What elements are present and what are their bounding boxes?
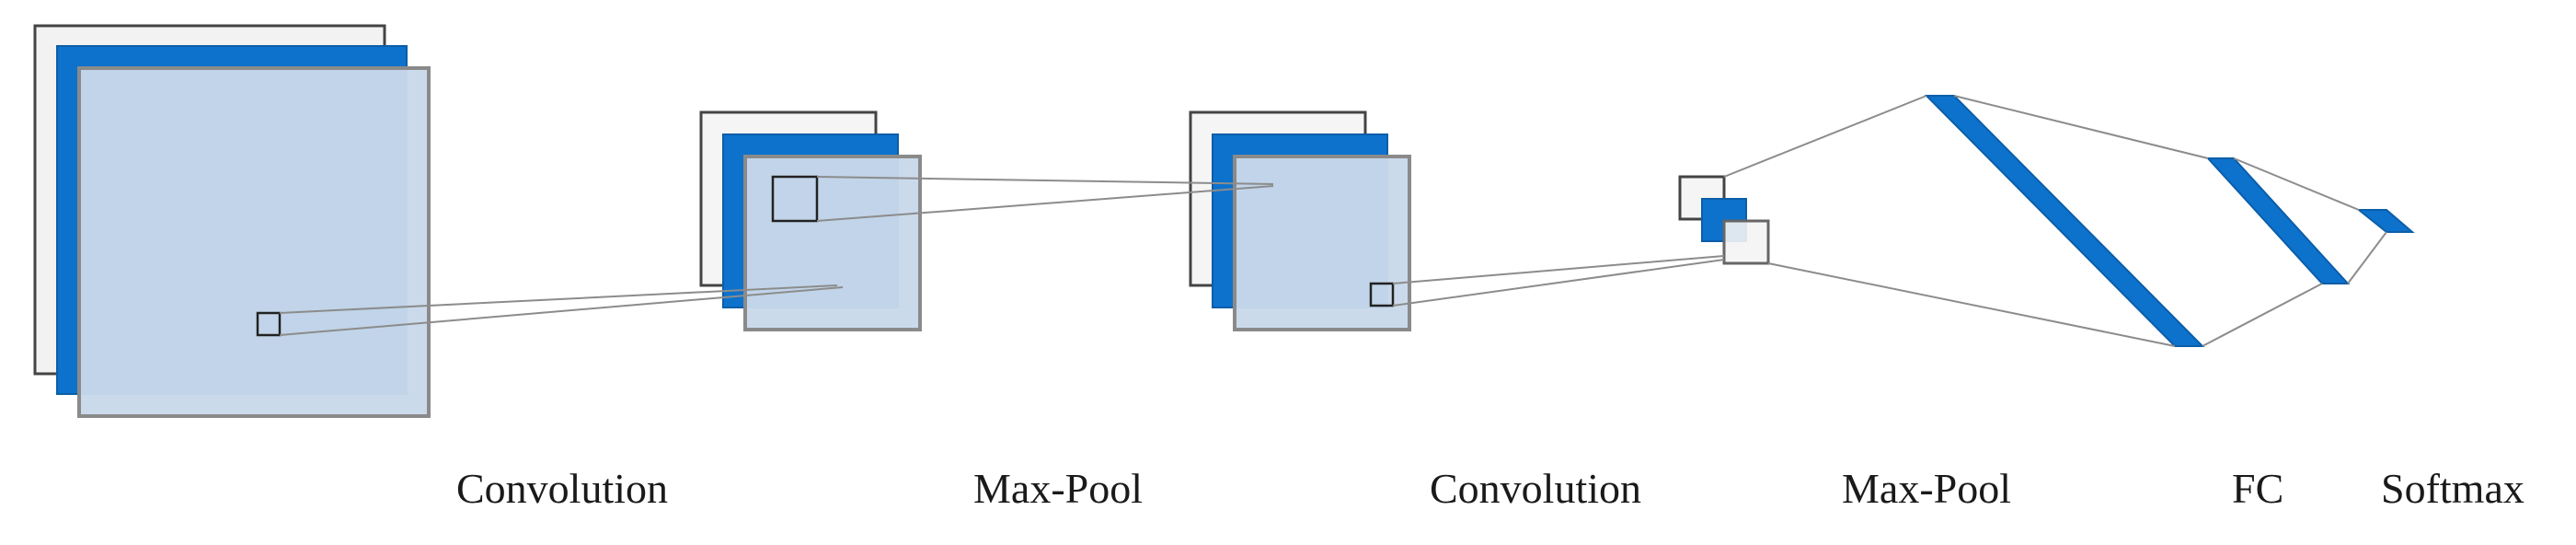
conv2-kernel-window — [1369, 282, 1395, 307]
fc1-to-fc2-line-bottom — [2202, 283, 2323, 347]
label-pool1: Max-Pool — [973, 465, 1143, 512]
label-fc: FC — [2232, 465, 2283, 512]
conv1-to-pool1-line-top — [279, 284, 838, 314]
label-pool2: Max-Pool — [1842, 465, 2011, 512]
connection-lines — [279, 95, 2387, 347]
pool1-feature-map-stack — [699, 110, 922, 331]
softmax-output — [2356, 209, 2415, 233]
conv2-front-map — [1233, 155, 1411, 331]
pool1-kernel-window — [771, 175, 819, 223]
pool2-to-fc1-line-bottom — [1767, 262, 2176, 347]
label-conv2: Convolution — [1430, 465, 1641, 512]
conv1-front-map — [77, 66, 431, 418]
label-conv1: Convolution — [456, 465, 668, 512]
pool2-front-map — [1722, 219, 1770, 265]
fc-layer-1 — [1924, 95, 2205, 347]
conv1-to-pool1-line-bottom — [279, 286, 844, 336]
conv2-to-pool2-line-top — [1392, 255, 1725, 284]
fc1-to-fc2-line-top — [1953, 95, 2209, 159]
stage-labels: Convolution Max-Pool Convolution Max-Poo… — [456, 465, 2524, 512]
conv1-kernel-window — [256, 311, 282, 337]
conv1-feature-map-stack — [33, 24, 431, 418]
softmax-layer — [2356, 209, 2415, 233]
fc2-to-softmax-line-top — [2233, 157, 2360, 211]
conv2-feature-map-stack — [1189, 110, 1411, 331]
pool2-feature-map-stack — [1678, 175, 1770, 265]
pool1-to-conv2-line-bottom — [816, 185, 1274, 222]
pool1-to-conv2-line-top — [816, 176, 1274, 185]
fc2-to-softmax-line-bottom — [2347, 231, 2387, 284]
conv2-to-pool2-line-bottom — [1392, 259, 1725, 307]
pool2-to-fc1-line-top — [1723, 95, 1927, 178]
pool1-front-map — [743, 155, 922, 331]
label-softmax: Softmax — [2381, 465, 2524, 512]
